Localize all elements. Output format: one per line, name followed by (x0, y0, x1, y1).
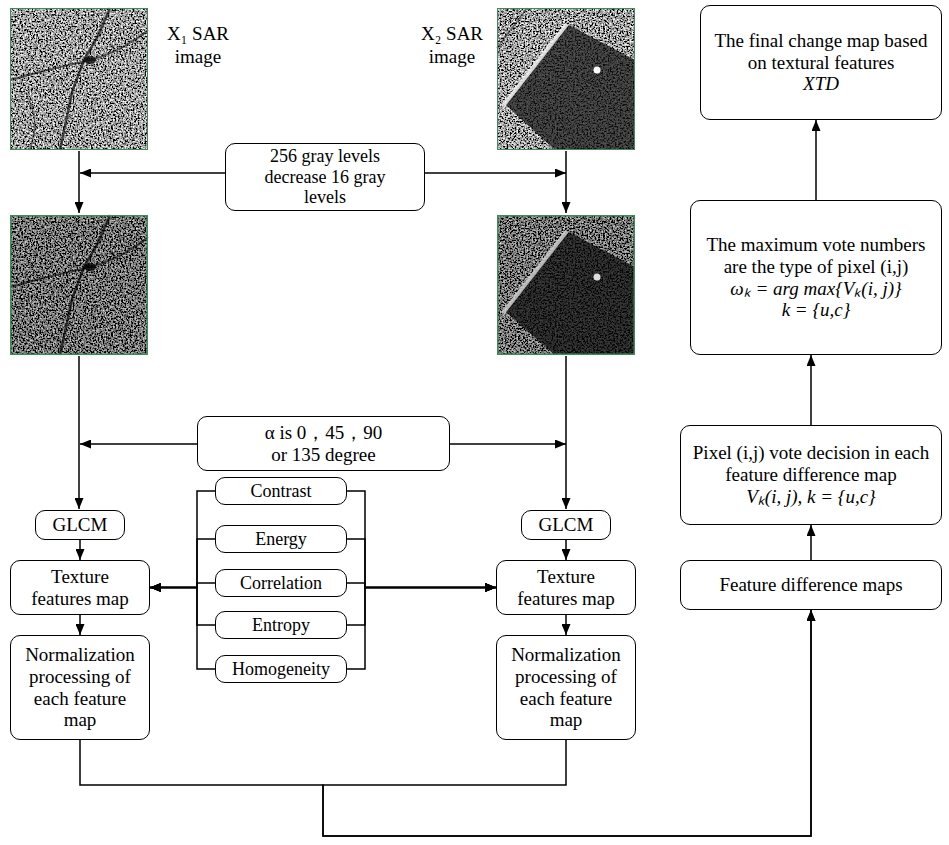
process-box: The maximum vote numbers are the type of… (690, 200, 942, 355)
connector-arrow (150, 491, 215, 588)
process-box: GLCM (521, 510, 611, 540)
process-box: 256 gray levels decrease 16 gray levels (225, 143, 425, 211)
process-box: Normalization processing of each feature… (496, 635, 636, 740)
connector-arrow (323, 610, 811, 836)
formula-text: k = {u,c} (699, 299, 933, 321)
connector-arrow (79, 540, 81, 560)
feature-box: Entropy (215, 611, 347, 639)
box-text: Feature difference maps (691, 574, 931, 596)
feature-box: Energy (215, 525, 347, 553)
process-box: α is 0，45，90 or 135 degree (197, 416, 450, 471)
connector-arrow (347, 588, 496, 670)
sar-image-frame: X₁ SAR image (10, 8, 148, 150)
box-text: α is 0，45，90 or 135 degree (258, 422, 389, 466)
connector-arrow (347, 539, 496, 588)
box-text: Entropy (220, 615, 342, 636)
formula-text: ωₖ = arg max{Vₖ(i, j)} (699, 278, 933, 300)
box-text: Texture features map (507, 566, 625, 610)
box-text: The final change map based on textural f… (711, 30, 931, 74)
process-box: Texture features map (496, 560, 636, 615)
connector-arrow (565, 615, 567, 635)
box-text: Texture features map (21, 566, 139, 610)
connector-arrow (80, 610, 811, 836)
box-text: GLCM (526, 514, 606, 536)
connector-arrow (347, 491, 496, 588)
box-text: Normalization processing of each feature… (507, 644, 625, 731)
connector-arrow (150, 588, 215, 626)
connector-arrow (815, 120, 817, 200)
box-text: GLCM (40, 514, 120, 536)
formula-text: Vₖ(i, j), k = {u,c} (691, 486, 931, 508)
connector-arrow (347, 588, 496, 626)
connector-arrow (150, 588, 215, 670)
feature-box: Homogeneity (215, 655, 347, 683)
connector-arrow (810, 525, 812, 560)
sar-image-16-levels (497, 215, 635, 355)
formula-text: XTD (711, 73, 931, 95)
process-box: Pixel (i,j) vote decision in each featur… (680, 425, 942, 525)
connector-arrow (565, 540, 567, 560)
feature-box: Contrast (215, 477, 347, 505)
process-box: The final change map based on textural f… (700, 5, 942, 120)
box-text: Correlation (220, 573, 342, 594)
sar-image-16-levels (10, 215, 148, 355)
process-box: Feature difference maps (680, 560, 942, 610)
box-text: Energy (220, 529, 342, 550)
box-text: The maximum vote numbers are the type of… (699, 234, 933, 278)
box-text: Homogeneity (220, 659, 342, 680)
process-box: GLCM (35, 510, 125, 540)
box-text: 256 gray levels decrease 16 gray levels (248, 146, 402, 208)
image-label: X₁ SAR image (161, 23, 235, 69)
sar-image (10, 8, 148, 150)
sar-image (497, 8, 635, 150)
connector-arrow (810, 355, 812, 425)
feature-box: Correlation (215, 569, 347, 597)
connector-arrow (79, 615, 81, 635)
connector-arrow (150, 539, 215, 588)
box-text: Normalization processing of each feature… (21, 644, 139, 731)
sar-image-frame: X₂ SAR image (497, 8, 635, 150)
box-text: Pixel (i,j) vote decision in each featur… (691, 442, 931, 486)
image-label: X₂ SAR image (412, 23, 492, 69)
process-box: Texture features map (10, 560, 150, 615)
process-box: Normalization processing of each feature… (10, 635, 150, 740)
box-text: Contrast (220, 481, 342, 502)
